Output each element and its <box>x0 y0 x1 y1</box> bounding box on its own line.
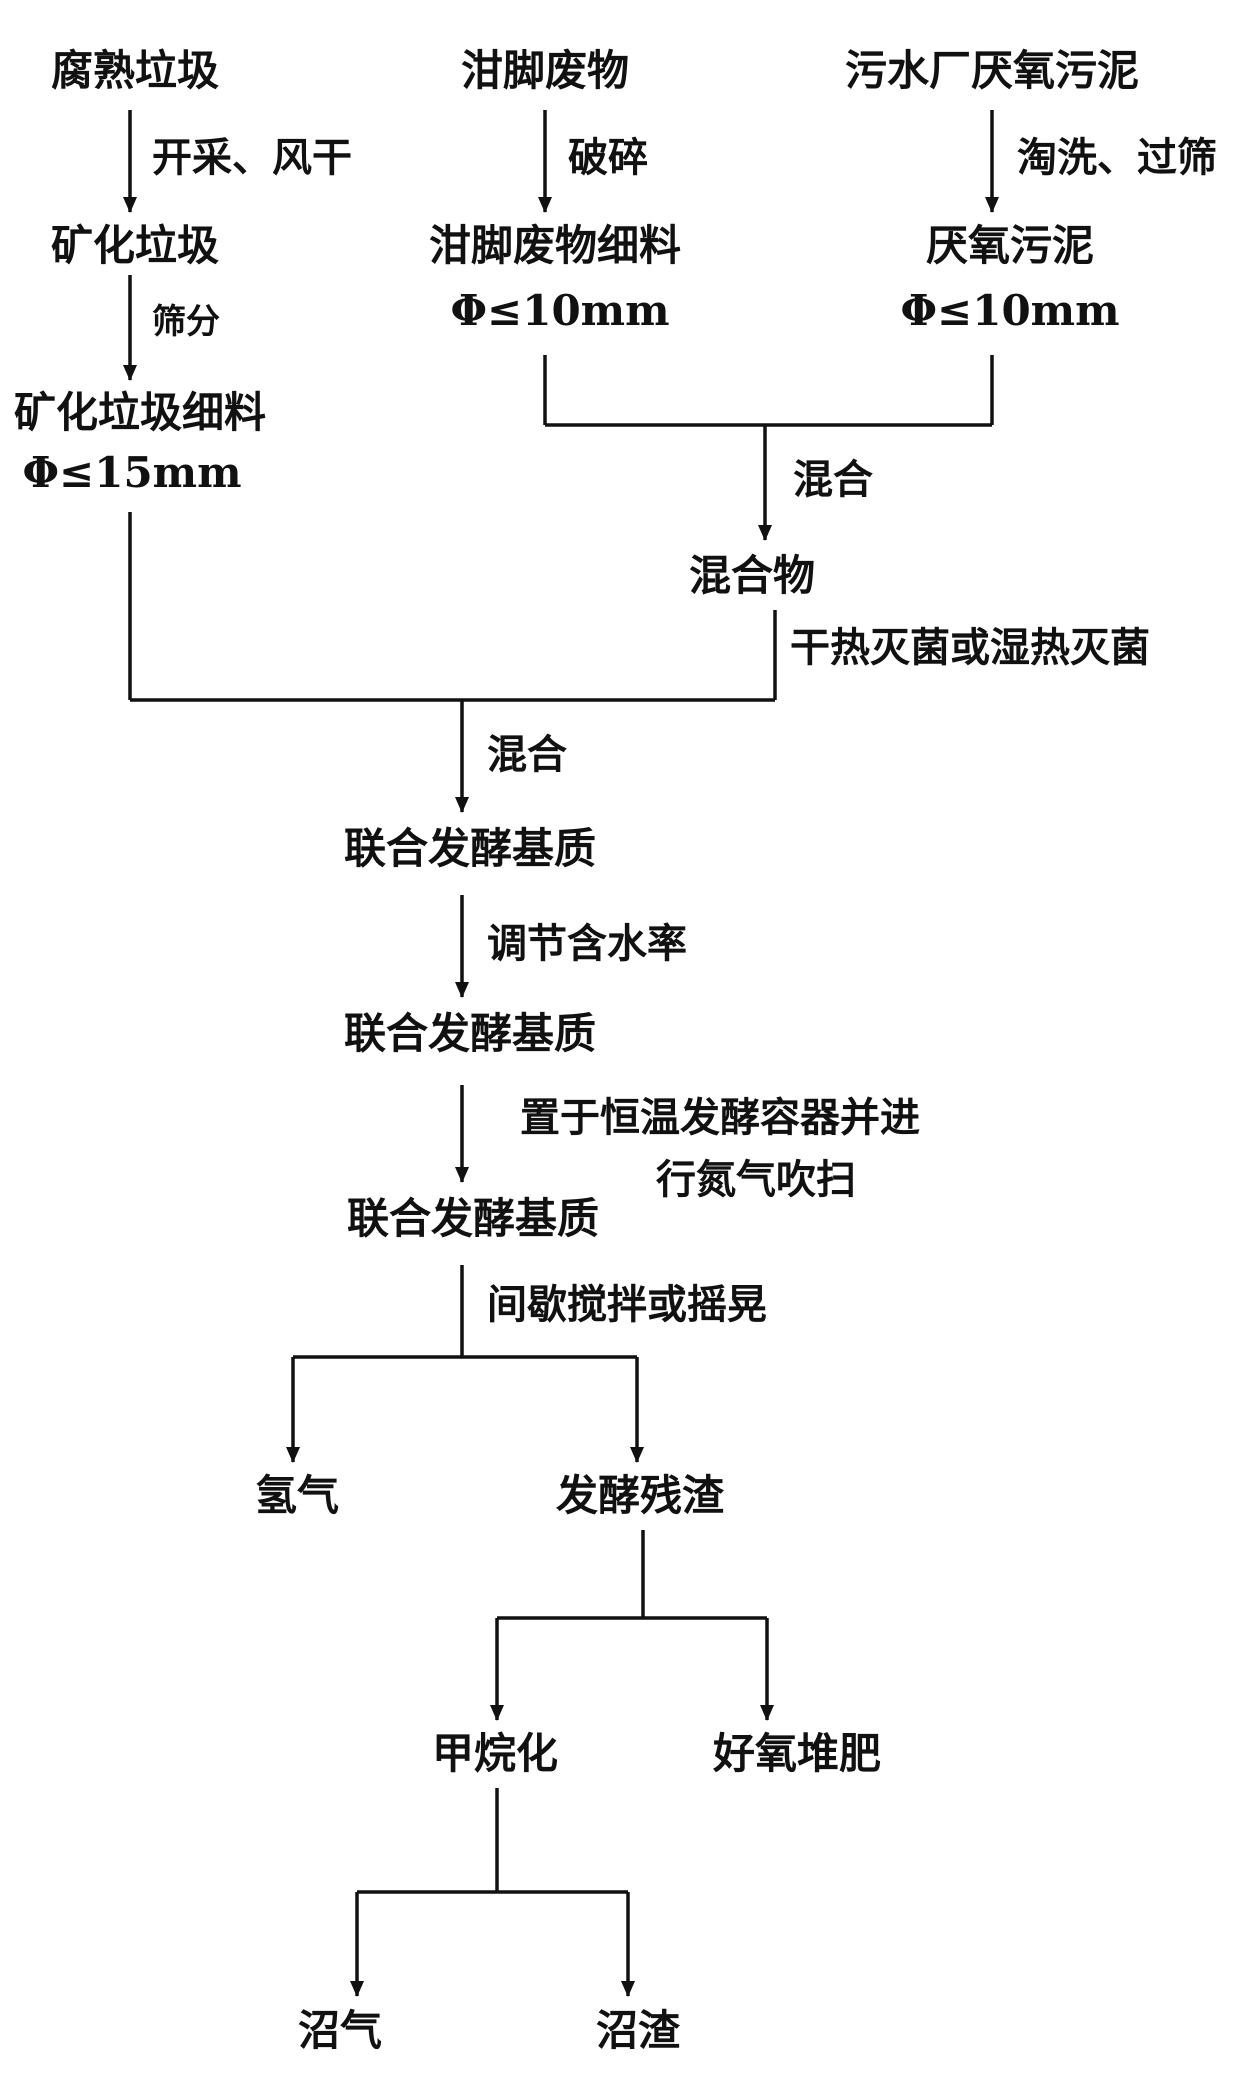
node-residue: 发酵残渣 <box>555 1471 725 1520</box>
node-leftover-fine: 泔脚废物细料 <box>428 221 682 270</box>
step-adjust-water: 调节含水率 <box>487 920 687 967</box>
step-incubate-line-2: 行氮气吹扫 <box>656 1156 856 1203</box>
step-crush: 破碎 <box>568 134 648 181</box>
node-substrate-2: 联合发酵基质 <box>343 1009 597 1058</box>
node-mineralized-waste: 矿化垃圾 <box>50 221 220 270</box>
node-aerobic-compost: 好氧堆肥 <box>712 1729 882 1778</box>
node-methanation: 甲烷化 <box>431 1729 559 1778</box>
node-leftover-fine-size: Φ≤10mm <box>450 286 670 335</box>
step-wash-sieve: 淘洗、过筛 <box>1017 134 1217 181</box>
step-mix-2: 混合 <box>487 731 567 778</box>
node-mixture: 混合物 <box>688 551 816 600</box>
step-screen: 筛分 <box>152 302 220 342</box>
node-hydrogen: 氢气 <box>254 1471 340 1520</box>
node-biogas: 沼气 <box>297 2006 383 2055</box>
node-anaerobic-sludge: 厌氧污泥 <box>925 221 1095 270</box>
step-mix-1: 混合 <box>793 456 873 503</box>
step-stir-shake: 间歇搅拌或摇晃 <box>487 1281 767 1328</box>
node-anaerobic-sludge-size: Φ≤10mm <box>900 286 1120 335</box>
step-sterilize: 干热灭菌或湿热灭菌 <box>790 624 1150 671</box>
node-substrate-3: 联合发酵基质 <box>346 1194 600 1243</box>
step-incubate-line-1: 置于恒温发酵容器并进 <box>520 1094 920 1141</box>
node-mineralized-fine: 矿化垃圾细料 <box>13 388 267 437</box>
node-substrate-1: 联合发酵基质 <box>343 824 597 873</box>
node-aged-waste: 腐熟垃圾 <box>50 46 220 95</box>
node-mineralized-fine-size: Φ≤15mm <box>22 448 242 497</box>
node-digestate: 沼渣 <box>595 2006 681 2055</box>
node-leftover-waste: 泔脚废物 <box>460 46 630 95</box>
node-plant-sludge: 污水厂厌氧污泥 <box>844 46 1140 95</box>
step-mine-dry: 开采、风干 <box>152 134 352 181</box>
